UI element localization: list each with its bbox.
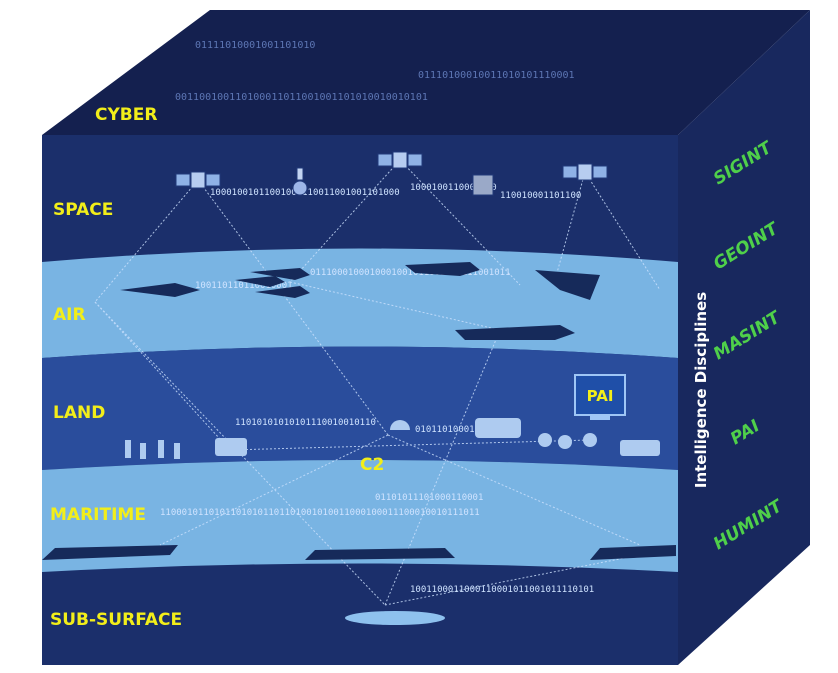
maritime-band <box>42 460 678 572</box>
binary-stream: 1000100110001010 <box>410 183 497 193</box>
domain-label-air: AIR <box>53 305 86 325</box>
radar-dish-icon <box>390 420 410 430</box>
binary-stream: 0111000100010001001011001000111001011 <box>310 268 510 278</box>
binary-stream: 1001100011000110001011001011110101 <box>410 585 594 595</box>
awacs-plane-icon <box>455 325 575 340</box>
fighter-jet-icon <box>120 283 200 297</box>
domain-label-land: LAND <box>53 403 105 423</box>
network-links <box>94 159 661 606</box>
binary-stream: 1100010110101101010110110100101001100010… <box>160 508 480 518</box>
submarine-icon <box>345 611 445 625</box>
cube-side-face <box>678 10 810 665</box>
soldiers-icon <box>125 440 180 459</box>
warship-icon <box>42 545 178 560</box>
destroyer-icon <box>305 548 455 560</box>
computer-monitor-icon <box>574 374 626 420</box>
domain-label-sub-surface: SUB-SURFACE <box>50 610 182 630</box>
satellite-icon <box>175 171 221 189</box>
cube-top-face <box>42 10 810 135</box>
domain-label-space: SPACE <box>53 200 113 220</box>
domain-label-cyber: CYBER <box>95 105 157 125</box>
intelligence-disciplines-title: Intelligence Disciplines <box>692 292 710 488</box>
satellite-icon <box>377 151 423 169</box>
top-binary-line: 01110100010011010101110001 <box>418 70 575 81</box>
top-binary-line: 0011001001101000110110010011010100100101… <box>175 92 428 103</box>
binary-stream: 0101101000110101 <box>415 425 502 435</box>
satellite-icon <box>562 163 608 181</box>
warship-icon <box>590 545 676 560</box>
binary-stream: 11010101010101110010010110 <box>235 418 376 428</box>
satellite-icon <box>292 167 308 196</box>
satellite-icon <box>472 174 494 196</box>
surveillance-plane-icon <box>535 270 600 300</box>
top-binary-line: 01111010001001101010 <box>195 40 315 51</box>
binary-stream: 110010001101100 <box>500 191 581 201</box>
soldiers-icon <box>538 433 597 449</box>
pai-monitor-label: PAI <box>587 387 614 405</box>
tank-icon <box>475 418 521 438</box>
binary-stream: 01101011101000110001 <box>375 493 483 503</box>
land-band <box>42 346 678 470</box>
humvee-icon <box>215 438 247 456</box>
tank-icon <box>620 440 660 456</box>
air-band <box>42 248 678 358</box>
fighter-formation-icon <box>235 268 310 298</box>
domain-label-maritime: MARITIME <box>50 505 146 525</box>
binary-stream: 100110110110010001 <box>195 281 293 291</box>
c2-label: C2 <box>360 455 384 475</box>
drone-icon <box>405 262 480 276</box>
